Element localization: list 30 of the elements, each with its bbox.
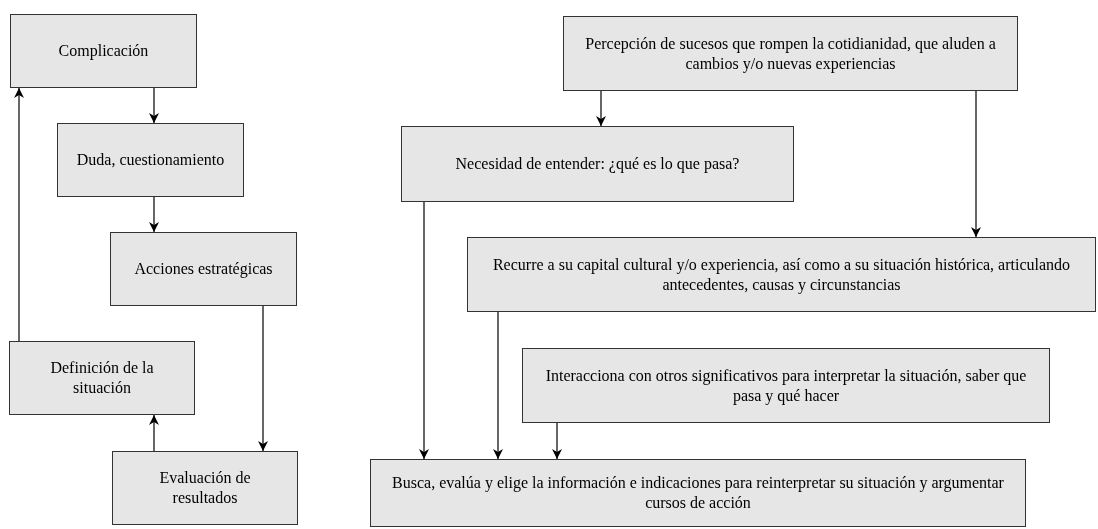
box-text: Interacciona con otros significativos para interpretar la situación, saber que pasa y qué hacer xyxy=(544,365,1028,406)
arrow xyxy=(149,414,159,452)
process-box xyxy=(370,459,1026,527)
arrow xyxy=(419,201,429,460)
box-text: Percepción de sucesos que rompen la cotidianidad, que aluden a cambios y/o nuevas experiencias xyxy=(584,33,997,74)
box-text: Complicación xyxy=(57,41,150,61)
box-text: Necesidad de entender: ¿qué es lo que pasa? xyxy=(454,154,741,174)
box-text: Busca, evalúa y elige la información e indicaciones para reinterpretar su situación y argumentar cursos de acción xyxy=(391,473,1005,513)
arrow xyxy=(552,422,562,460)
process-box xyxy=(9,341,195,415)
box-text: Acciones estratégicas xyxy=(133,259,274,279)
arrow xyxy=(14,87,24,342)
arrow xyxy=(971,90,981,238)
process-box xyxy=(522,348,1050,423)
process-box xyxy=(57,123,244,197)
arrow xyxy=(493,311,503,460)
box-text: Duda, cuestionamiento xyxy=(75,150,226,170)
box-text: Definición de la situación xyxy=(49,358,155,398)
process-box xyxy=(563,16,1018,91)
arrow xyxy=(149,87,159,124)
process-box xyxy=(110,232,297,306)
arrow xyxy=(596,90,606,127)
process-box xyxy=(401,126,794,202)
process-box xyxy=(467,237,1096,312)
process-box xyxy=(112,451,298,525)
arrow xyxy=(258,305,268,452)
arrow xyxy=(149,196,159,233)
process-box xyxy=(10,14,197,88)
box-text: Evaluación de resultados xyxy=(158,468,252,508)
box-text: Recurre a su capital cultural y/o experiencia, así como a su situación histórica, articulando antecedentes, causas y circunstancias xyxy=(491,254,1072,295)
